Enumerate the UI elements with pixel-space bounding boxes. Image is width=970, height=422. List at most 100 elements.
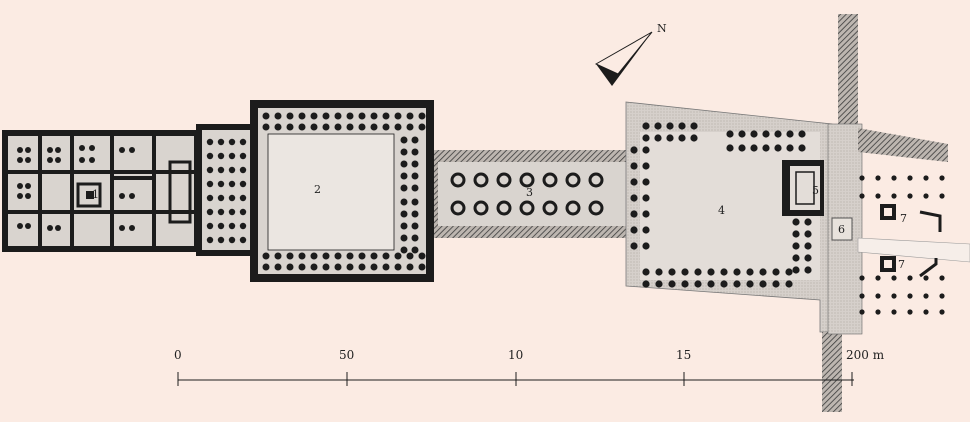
column-dot [642, 134, 650, 142]
column-dot [400, 234, 408, 242]
column-dot [642, 226, 650, 234]
column-dot [411, 234, 419, 242]
column-dot [310, 112, 318, 120]
column-dot [25, 147, 31, 153]
column-dot [382, 112, 390, 120]
column-dot [217, 180, 225, 188]
column-dot [17, 183, 23, 189]
column-dot [228, 180, 236, 188]
column-dot [406, 123, 414, 131]
column-dot [759, 280, 767, 288]
room-label-7-south: 7 [898, 258, 905, 271]
column-dot [668, 268, 676, 276]
column-dot [228, 236, 236, 244]
column-dot [25, 157, 31, 163]
column-dot [707, 280, 715, 288]
column-dot [630, 194, 638, 202]
column-dot [418, 252, 426, 260]
column-dot [217, 166, 225, 174]
column-dot [55, 225, 61, 231]
column-dot [310, 263, 318, 271]
pylon-wall: 6 [822, 14, 948, 412]
column-dot [217, 152, 225, 160]
sphinx-dot [891, 293, 897, 299]
column-dot [642, 268, 650, 276]
sphinx-dot [891, 175, 897, 181]
sphinx-dot [859, 175, 865, 181]
column-dot [400, 184, 408, 192]
sphinx-dot [859, 275, 865, 281]
column-dot [370, 263, 378, 271]
compass-label: N [657, 22, 667, 35]
sphinx-dot [923, 309, 929, 315]
column-dot [630, 226, 638, 234]
column-dot [654, 122, 662, 130]
column-dot [298, 123, 306, 131]
sphinx-dot [891, 193, 897, 199]
column-dot [681, 280, 689, 288]
column-dot [129, 147, 135, 153]
column-dot [411, 136, 419, 144]
shrine-5: 5 [782, 160, 824, 216]
sphinx-dot [907, 193, 913, 199]
column-core [522, 175, 532, 185]
column-dot [804, 230, 812, 238]
column-dot [239, 152, 247, 160]
sphinx-dot [875, 193, 881, 199]
column-dot [79, 157, 85, 163]
hall-1b [196, 124, 258, 256]
column-dot [206, 138, 214, 146]
column-dot [334, 112, 342, 120]
column-dot [681, 268, 689, 276]
column-dot [738, 130, 746, 138]
column-dot [239, 236, 247, 244]
column-dot [370, 123, 378, 131]
column-dot [346, 263, 354, 271]
column-dot [411, 198, 419, 206]
column-dot [630, 146, 638, 154]
room-label-3: 3 [526, 186, 533, 199]
column-dot [666, 122, 674, 130]
column-dot [217, 208, 225, 216]
column-dot [298, 252, 306, 260]
column-dot [400, 210, 408, 218]
column-dot [792, 242, 800, 250]
column-core [522, 203, 532, 213]
column-dot [217, 138, 225, 146]
column-dot [310, 252, 318, 260]
column-dot [286, 263, 294, 271]
column-dot [206, 222, 214, 230]
column-dot [322, 123, 330, 131]
column-dot [370, 112, 378, 120]
scale-tick-0: 0 [174, 348, 182, 362]
column-dot [394, 123, 402, 131]
column-dot [655, 280, 663, 288]
sphinx-dot [907, 293, 913, 299]
scale-bar: 0 50 10 15 200 m [174, 348, 885, 386]
sphinx-dot [923, 193, 929, 199]
column-dot [694, 268, 702, 276]
column-dot [411, 184, 419, 192]
column-dot [382, 252, 390, 260]
column-dot [642, 146, 650, 154]
column-dot [746, 268, 754, 276]
column-core [453, 203, 463, 213]
column-dot [322, 112, 330, 120]
column-dot [217, 194, 225, 202]
column-dot [400, 246, 408, 254]
column-dot [792, 218, 800, 226]
column-dot [394, 263, 402, 271]
column-dot [358, 112, 366, 120]
column-dot [17, 157, 23, 163]
column-dot [786, 130, 794, 138]
column-dot [720, 268, 728, 276]
column-core [545, 203, 555, 213]
column-dot [334, 123, 342, 131]
column-dot [239, 180, 247, 188]
column-dot [750, 144, 758, 152]
column-dot [228, 138, 236, 146]
column-core [568, 203, 578, 213]
column-dot [89, 145, 95, 151]
column-dot [346, 252, 354, 260]
